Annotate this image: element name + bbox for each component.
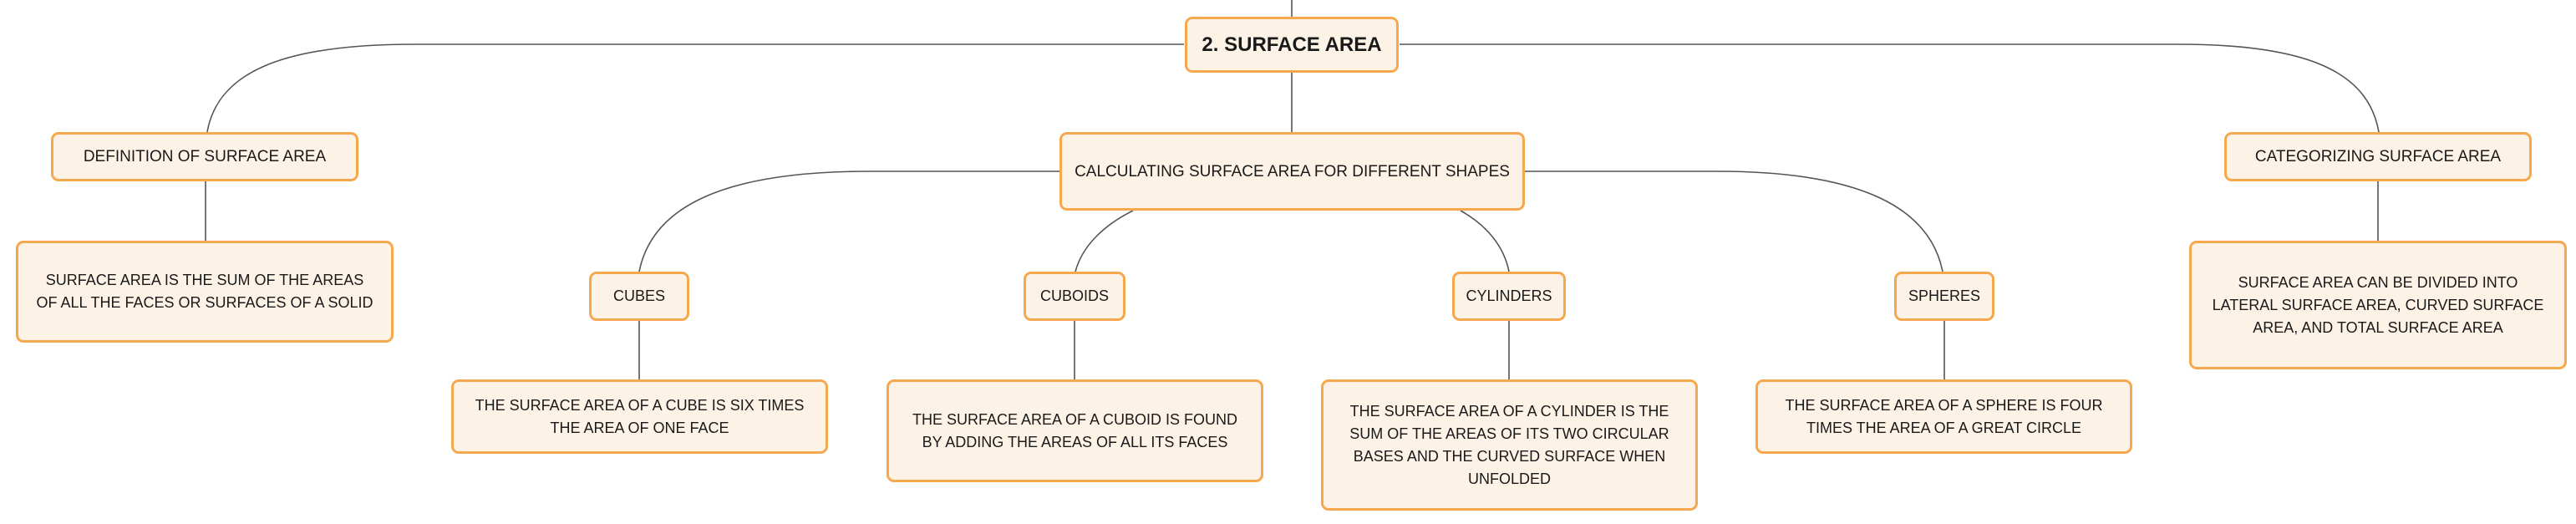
connector-calc-cubes [638, 170, 1059, 272]
root-title: 2. SURFACE AREA [1202, 33, 1382, 56]
categorizing-detail: SURFACE AREA CAN BE DIVIDED INTO LATERAL… [2212, 273, 2544, 336]
cuboids-node[interactable]: CUBOIDS [1024, 272, 1125, 321]
connector-calc-cylinders [1460, 210, 1510, 272]
cylinders-title: CYLINDERS [1466, 287, 1552, 304]
cubes-detail-node[interactable]: THE SURFACE AREA OF A CUBE IS SIX TIMES … [451, 379, 828, 454]
spheres-detail-node[interactable]: THE SURFACE AREA OF A SPHERE IS FOUR TIM… [1755, 379, 2132, 454]
cuboids-detail-node[interactable]: THE SURFACE AREA OF A CUBOID IS FOUND BY… [887, 379, 1263, 482]
connector-root-definition [206, 43, 1184, 133]
definition-detail-node[interactable]: SURFACE AREA IS THE SUM OF THE AREAS OF … [16, 241, 394, 343]
cylinders-detail: THE SURFACE AREA OF A CYLINDER IS THE SU… [1349, 402, 1669, 487]
root-node[interactable]: 2. SURFACE AREA [1185, 17, 1399, 73]
cubes-detail: THE SURFACE AREA OF A CUBE IS SIX TIMES … [475, 396, 805, 436]
spheres-title: SPHERES [1908, 287, 1981, 304]
categorizing-detail-node[interactable]: SURFACE AREA CAN BE DIVIDED INTO LATERAL… [2189, 241, 2567, 369]
categorizing-title: CATEGORIZING SURFACE AREA [2254, 148, 2502, 165]
calculating-title: CALCULATING SURFACE AREA FOR DIFFERENT S… [1075, 162, 1510, 181]
spheres-detail: THE SURFACE AREA OF A SPHERE IS FOUR TIM… [1785, 396, 2103, 436]
spheres-node[interactable]: SPHERES [1894, 272, 1994, 321]
connector-calc-spheres [1525, 170, 1943, 272]
cuboids-title: CUBOIDS [1039, 287, 1109, 304]
definition-detail: SURFACE AREA IS THE SUM OF THE AREAS OF … [36, 272, 373, 311]
cuboids-detail: THE SURFACE AREA OF A CUBOID IS FOUND BY… [912, 410, 1238, 450]
definition-title: DEFINITION OF SURFACE AREA [83, 148, 327, 165]
cylinders-node[interactable]: CYLINDERS [1452, 272, 1566, 321]
cubes-node[interactable]: CUBES [589, 272, 689, 321]
calculating-node[interactable]: CALCULATING SURFACE AREA FOR DIFFERENT S… [1059, 132, 1525, 211]
connector-calc-cuboids [1075, 210, 1134, 272]
categorizing-node[interactable]: CATEGORIZING SURFACE AREA [2224, 132, 2532, 181]
connector-root-categorizing [1400, 43, 2380, 133]
cylinders-detail-node[interactable]: THE SURFACE AREA OF A CYLINDER IS THE SU… [1321, 379, 1698, 511]
cubes-title: CUBES [612, 287, 665, 304]
definition-node[interactable]: DEFINITION OF SURFACE AREA [51, 132, 358, 181]
